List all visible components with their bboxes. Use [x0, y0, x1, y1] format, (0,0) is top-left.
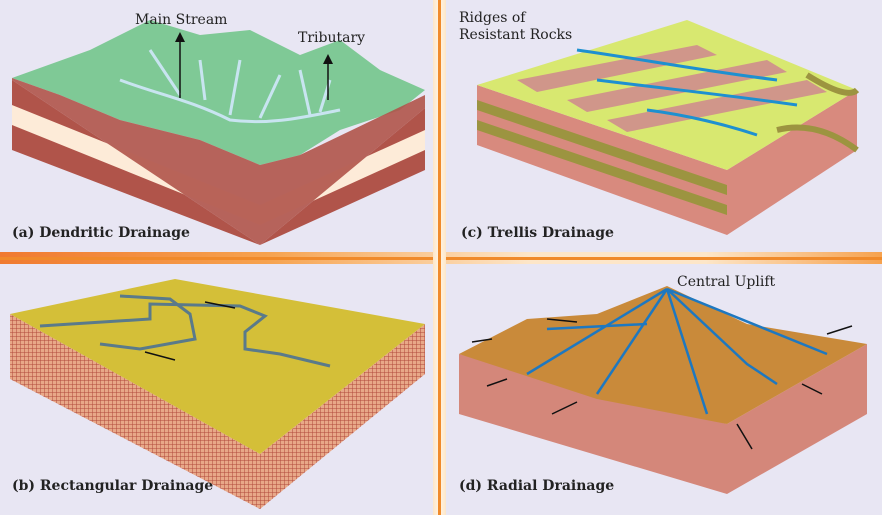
rectangular-block-diagram — [10, 279, 425, 509]
trellis-block-diagram — [477, 20, 860, 235]
label-main-stream: Main Stream — [135, 12, 228, 28]
panel-dendritic: Main Stream Tributary (a) Dendritic Drai… — [0, 0, 432, 252]
caption-dendritic: (a) Dendritic Drainage — [12, 225, 190, 241]
vertical-divider — [433, 0, 446, 515]
panel-rectangular: (b) Rectangular Drainage — [0, 264, 432, 515]
panel-radial: Central Uplift (d) Radial Drainage — [447, 264, 882, 515]
label-tributary: Tributary — [298, 30, 366, 46]
caption-trellis: (c) Trellis Drainage — [461, 225, 614, 241]
panel-trellis: Ridges of Resistant Rocks (c) Trellis Dr… — [447, 0, 882, 252]
label-ridges: Ridges of Resistant Rocks — [459, 10, 573, 43]
label-central-uplift: Central Uplift — [677, 274, 776, 290]
caption-rectangular: (b) Rectangular Drainage — [12, 478, 214, 494]
caption-radial: (d) Radial Drainage — [459, 478, 615, 494]
radial-block-diagram — [459, 286, 867, 494]
dendritic-block-diagram — [12, 20, 425, 245]
